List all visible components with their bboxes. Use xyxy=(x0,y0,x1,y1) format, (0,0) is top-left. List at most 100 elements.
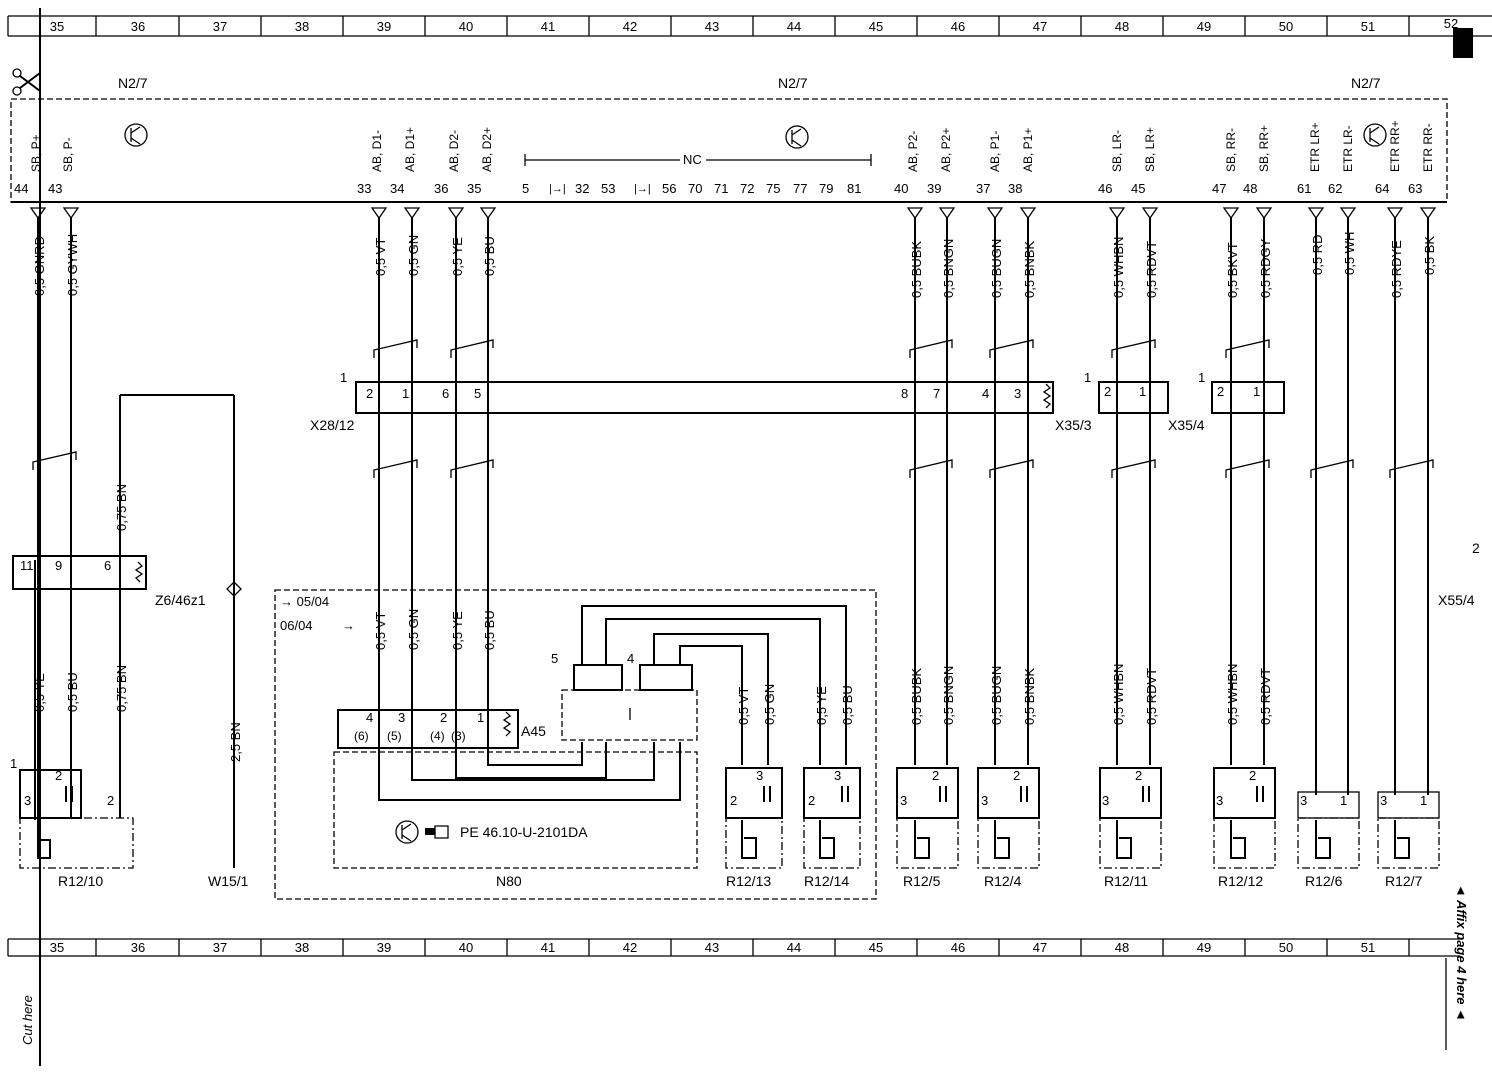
grid-col: 41 xyxy=(541,19,555,34)
wire-label: 0,5 RDYE xyxy=(1389,240,1404,298)
pin-function-label: SB, P- xyxy=(61,137,75,172)
grid-col: 50 xyxy=(1279,19,1293,34)
grid-col: 37 xyxy=(213,19,227,34)
splice-z6-46z1: Z6/46z1 11 9 6 xyxy=(12,555,206,608)
pin-number: 36 xyxy=(434,181,448,196)
grid-col: 49 xyxy=(1197,940,1211,955)
component-pin: 2 xyxy=(730,793,737,808)
nc-label: NC xyxy=(683,152,702,167)
component-pin: 3 xyxy=(1300,793,1307,808)
wire-label: 0,5 BUGN xyxy=(989,239,1004,298)
model-note: 06/04 xyxy=(280,618,313,633)
connector-pin: 2 xyxy=(366,386,373,401)
wire-labels-top: 0,5 GNRD 0,5 GYWH 0,5 VT 0,5 GN 0,5 YE 0… xyxy=(32,232,1437,298)
grid-col: 48 xyxy=(1115,940,1129,955)
grid-corner-number: 52 xyxy=(1444,16,1458,31)
component-label: R12/5 xyxy=(903,873,941,889)
pin-function-label: AB, P1+ xyxy=(1021,128,1035,172)
component-pin: 3 xyxy=(756,768,763,783)
pin-function-label: AB, D1+ xyxy=(403,127,417,172)
module-label: N2/7 xyxy=(1351,75,1381,91)
pin-function-label: SB, LR- xyxy=(1110,130,1124,172)
page-tab-marker xyxy=(1453,28,1473,58)
component-label: R12/11 xyxy=(1104,873,1148,889)
ground-label: W15/1 xyxy=(208,873,249,889)
grid-col: 35 xyxy=(50,940,64,955)
connector-pin: 5 xyxy=(474,386,481,401)
pin-function-label: AB, D2+ xyxy=(480,127,494,172)
wire-label: 0,5 YE xyxy=(450,237,465,276)
connector-label: X35/3 xyxy=(1055,417,1092,433)
wire-label: 0,5 BU xyxy=(482,610,497,650)
pin-number: 46 xyxy=(1098,181,1112,196)
wire-label: 0,5 WH xyxy=(1342,232,1357,275)
component-pin: 1 xyxy=(1420,793,1427,808)
wire-label: 0,5 WHBN xyxy=(1111,237,1126,298)
connector-pin: 2 xyxy=(1217,384,1224,399)
component-pin: 2 xyxy=(1013,768,1020,783)
grid-col: 43 xyxy=(705,19,719,34)
wire-label: 0,5 WHBN xyxy=(1225,664,1240,725)
nc-pin: 75 xyxy=(766,181,780,196)
pin-function-label: AB, P2- xyxy=(906,131,920,172)
pin-function-label: ETR RR+ xyxy=(1388,120,1402,172)
grid-col: 38 xyxy=(295,19,309,34)
component-pin: 3 xyxy=(1380,793,1387,808)
top-grid-ruler: 35 36 37 38 39 40 41 42 43 44 45 46 47 4… xyxy=(7,15,1492,37)
nc-pin: 77 xyxy=(793,181,807,196)
connector-pin: 6 xyxy=(442,386,449,401)
nc-pin: 56 xyxy=(662,181,676,196)
wire-label: 0,5 VT xyxy=(373,612,388,650)
connector-x55-4: X55/4 1 2 1 2 xyxy=(1198,370,1480,608)
component-pin: 1 xyxy=(1340,793,1347,808)
module-pin-numbers: 44 43 33 34 36 35 40 39 37 38 46 45 47 4… xyxy=(14,181,1422,196)
grid-col: 44 xyxy=(787,940,801,955)
connector-marker: 1 xyxy=(340,370,347,385)
wire-label: 0,5 BKVT xyxy=(1225,242,1240,298)
pin-function-label: ETR LR+ xyxy=(1308,122,1322,172)
component-r12-13: 3 2 R12/13 xyxy=(725,767,783,889)
wire-label: 0,5 GN xyxy=(406,609,421,650)
grid-col: 41 xyxy=(541,940,555,955)
pin-number: 39 xyxy=(927,181,941,196)
connector-pin: 1 xyxy=(1253,384,1260,399)
wire-label: 0,5 RD xyxy=(1310,235,1325,275)
model-note: → 05/04 xyxy=(280,594,329,609)
wire-label: 0,5 GYWH xyxy=(65,234,80,296)
wire-label: 0,75 BN xyxy=(114,484,129,531)
connector-pin: 1 xyxy=(402,386,409,401)
grid-col: 38 xyxy=(295,940,309,955)
wire-lines xyxy=(34,218,1429,868)
pin-number: 34 xyxy=(390,181,404,196)
component-pin: 2 xyxy=(1135,768,1142,783)
nc-pin: 70 xyxy=(688,181,702,196)
n80-module: N80 → 05/04 06/04 → 0,5 VT 0,5 GN 0,5 YE… xyxy=(274,589,877,900)
component-r12-6: 3 1 R12/6 xyxy=(1297,791,1360,889)
wire-label: 0,5 BU xyxy=(65,672,80,712)
pin-function-label: AB, P2+ xyxy=(939,128,953,172)
nc-pin: 81 xyxy=(847,181,861,196)
pin-function-label: SB, RR- xyxy=(1224,128,1238,172)
component-label: R12/7 xyxy=(1385,873,1423,889)
connector-marker: 1 xyxy=(1198,370,1205,385)
wire-label: 0,5 BUBK xyxy=(909,241,924,298)
connector-pin: 8 xyxy=(901,386,908,401)
arrow-right-icon: |→| xyxy=(634,183,651,195)
component-label: R12/13 xyxy=(726,873,771,889)
connector-pin: 3 xyxy=(1014,386,1021,401)
grid-col: 42 xyxy=(623,940,637,955)
grid-col: 37 xyxy=(213,940,227,955)
module-label: N2/7 xyxy=(778,75,808,91)
pin-number: 43 xyxy=(48,181,62,196)
wire-label: 0,5 RDVT xyxy=(1144,668,1159,725)
grid-col: 42 xyxy=(623,19,637,34)
pin-number: 63 xyxy=(1408,181,1422,196)
grid-col: 39 xyxy=(377,19,391,34)
grid-col: 51 xyxy=(1361,940,1375,955)
component-r12-4: 2 3 R12/4 xyxy=(977,767,1040,889)
grid-col: 39 xyxy=(377,940,391,955)
connector-pin: 1 xyxy=(1139,384,1146,399)
affix-page-note: ◄ Affix page 4 here ◄ xyxy=(1454,884,1469,1021)
component-pin: 3 xyxy=(834,768,841,783)
